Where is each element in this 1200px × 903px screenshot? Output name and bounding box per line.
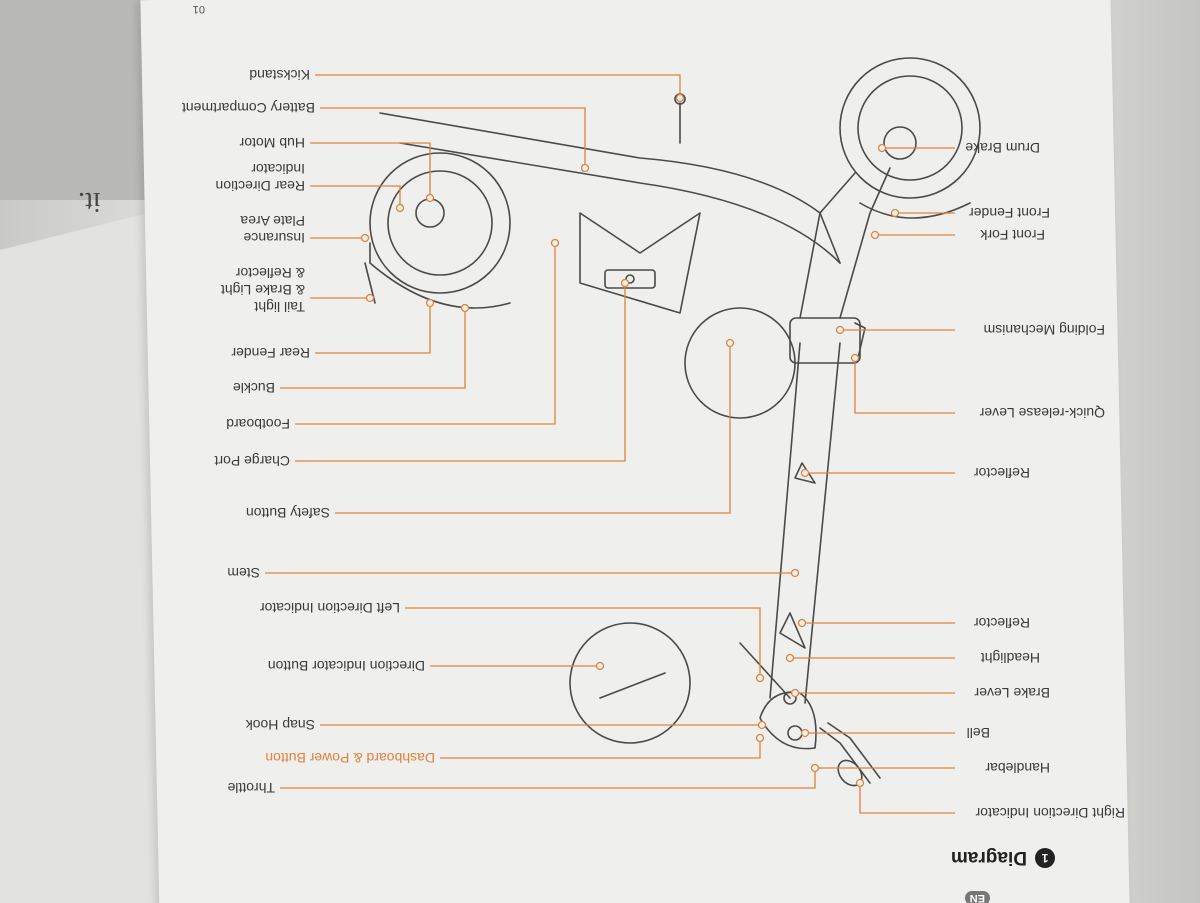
section-title: 1 Diagram: [951, 846, 1055, 868]
direction-button-callout: [569, 622, 691, 744]
leader-rear-direction: [310, 185, 401, 208]
leader-right-direction: [859, 783, 955, 814]
rear-fender-shape: [369, 242, 511, 309]
charge-port-callout: [579, 212, 701, 314]
leader-charge-port: [295, 283, 626, 462]
label-rear-direction-line2: Indicator: [251, 161, 305, 177]
label-right-direction-indicator: Right Direction Indicator: [975, 805, 1125, 821]
leader-footboard: [295, 243, 556, 425]
leader-battery: [320, 107, 586, 168]
front-fender-shape: [859, 202, 971, 219]
label-reflector-stem: Reflector: [973, 465, 1030, 481]
deck-top: [399, 142, 841, 264]
front-fork-shape: [839, 167, 891, 319]
stem-outline-right: [769, 342, 801, 699]
label-drum-brake: Drum Brake: [965, 140, 1040, 156]
brake-lever-pivot: [783, 691, 797, 705]
label-snap-hook: Snap Hook: [245, 717, 315, 733]
label-dashboard-power-button: Dashboard & Power Button: [265, 750, 435, 766]
handlebar-grip-right: [827, 722, 881, 779]
drum-brake-hub: [883, 126, 917, 160]
page-number: 01: [192, 3, 205, 15]
dashboard-shape: [759, 691, 817, 750]
label-handlebar: Handlebar: [985, 760, 1050, 776]
previous-sheet-shadow: [0, 0, 160, 200]
section-title-text: Diagram: [950, 847, 1027, 868]
label-insurance-line2: Plate Area: [240, 213, 305, 229]
label-bell: Bell: [966, 725, 990, 741]
label-brake-lever: Brake Lever: [974, 685, 1050, 701]
label-stem: Stem: [227, 565, 260, 581]
label-kickstand: Kickstand: [249, 67, 310, 83]
headlight-shape: [779, 612, 806, 649]
deck-bottom: [379, 112, 821, 214]
leader-rear-fender: [315, 303, 431, 354]
section-number: 1: [1035, 848, 1055, 868]
label-safety-button: Safety Button: [245, 505, 330, 521]
leader-dashboard: [440, 738, 761, 759]
leader-quick-release: [854, 358, 955, 414]
label-front-fork: Front Fork: [980, 227, 1045, 243]
label-throttle: Throttle: [227, 780, 275, 796]
language-tag: EN: [964, 891, 990, 903]
leader-hub-motor: [310, 142, 431, 198]
label-headlight: Headlight: [980, 650, 1040, 666]
charge-port-shape: [604, 269, 656, 289]
folding-callout-circle: [684, 307, 796, 419]
label-left-direction-indicator: Left Direction Indicator: [259, 600, 400, 616]
label-battery-compartment: Battery Compartment: [181, 100, 315, 116]
label-insurance-plate-area: Insurance Plate Area: [240, 212, 305, 246]
label-charge-port: Charge Port: [214, 453, 290, 469]
label-insurance-line1: Insurance: [243, 230, 305, 246]
label-footboard: Footboard: [226, 416, 290, 432]
rear-wheel-inner: [387, 170, 493, 276]
label-tail-light: Tail light & Brake Light & Reflector: [221, 264, 305, 315]
rear-wheel: [369, 152, 511, 294]
leader-kickstand: [315, 74, 681, 98]
stem-outline-left: [804, 342, 841, 704]
leader-left-direction: [405, 607, 761, 678]
quick-release-lever-shape: [854, 322, 866, 359]
leader-buckle: [280, 308, 466, 389]
brake-lever-shape: [739, 642, 791, 699]
label-rear-direction-line1: Rear Direction: [215, 178, 305, 194]
label-front-fender: Front Fender: [969, 205, 1050, 221]
front-wheel: [839, 57, 981, 199]
label-direction-indicator-button: Direction Indicator Button: [267, 658, 425, 674]
label-folding-mechanism: Folding Mechanism: [983, 322, 1105, 338]
label-buckle: Buckle: [232, 380, 275, 396]
label-tail-light-line1: Tail light: [254, 299, 305, 315]
label-hub-motor: Hub Motor: [239, 135, 305, 151]
label-quick-release-lever: Quick-release Lever: [979, 405, 1105, 421]
label-reflector-front: Reflector: [973, 615, 1030, 631]
deck-front: [819, 212, 841, 264]
direction-button-callout-grip: [599, 672, 666, 699]
front-wheel-inner: [857, 75, 963, 181]
leader-safety-button: [335, 343, 731, 514]
label-tail-light-line3: & Reflector: [235, 265, 305, 281]
label-tail-light-line2: & Brake Light: [220, 282, 305, 298]
previous-sheet-page: [0, 210, 160, 903]
label-rear-direction-indicator: Rear Direction Indicator: [216, 160, 305, 194]
label-rear-fender: Rear Fender: [231, 345, 310, 361]
leader-throttle: [280, 768, 816, 789]
